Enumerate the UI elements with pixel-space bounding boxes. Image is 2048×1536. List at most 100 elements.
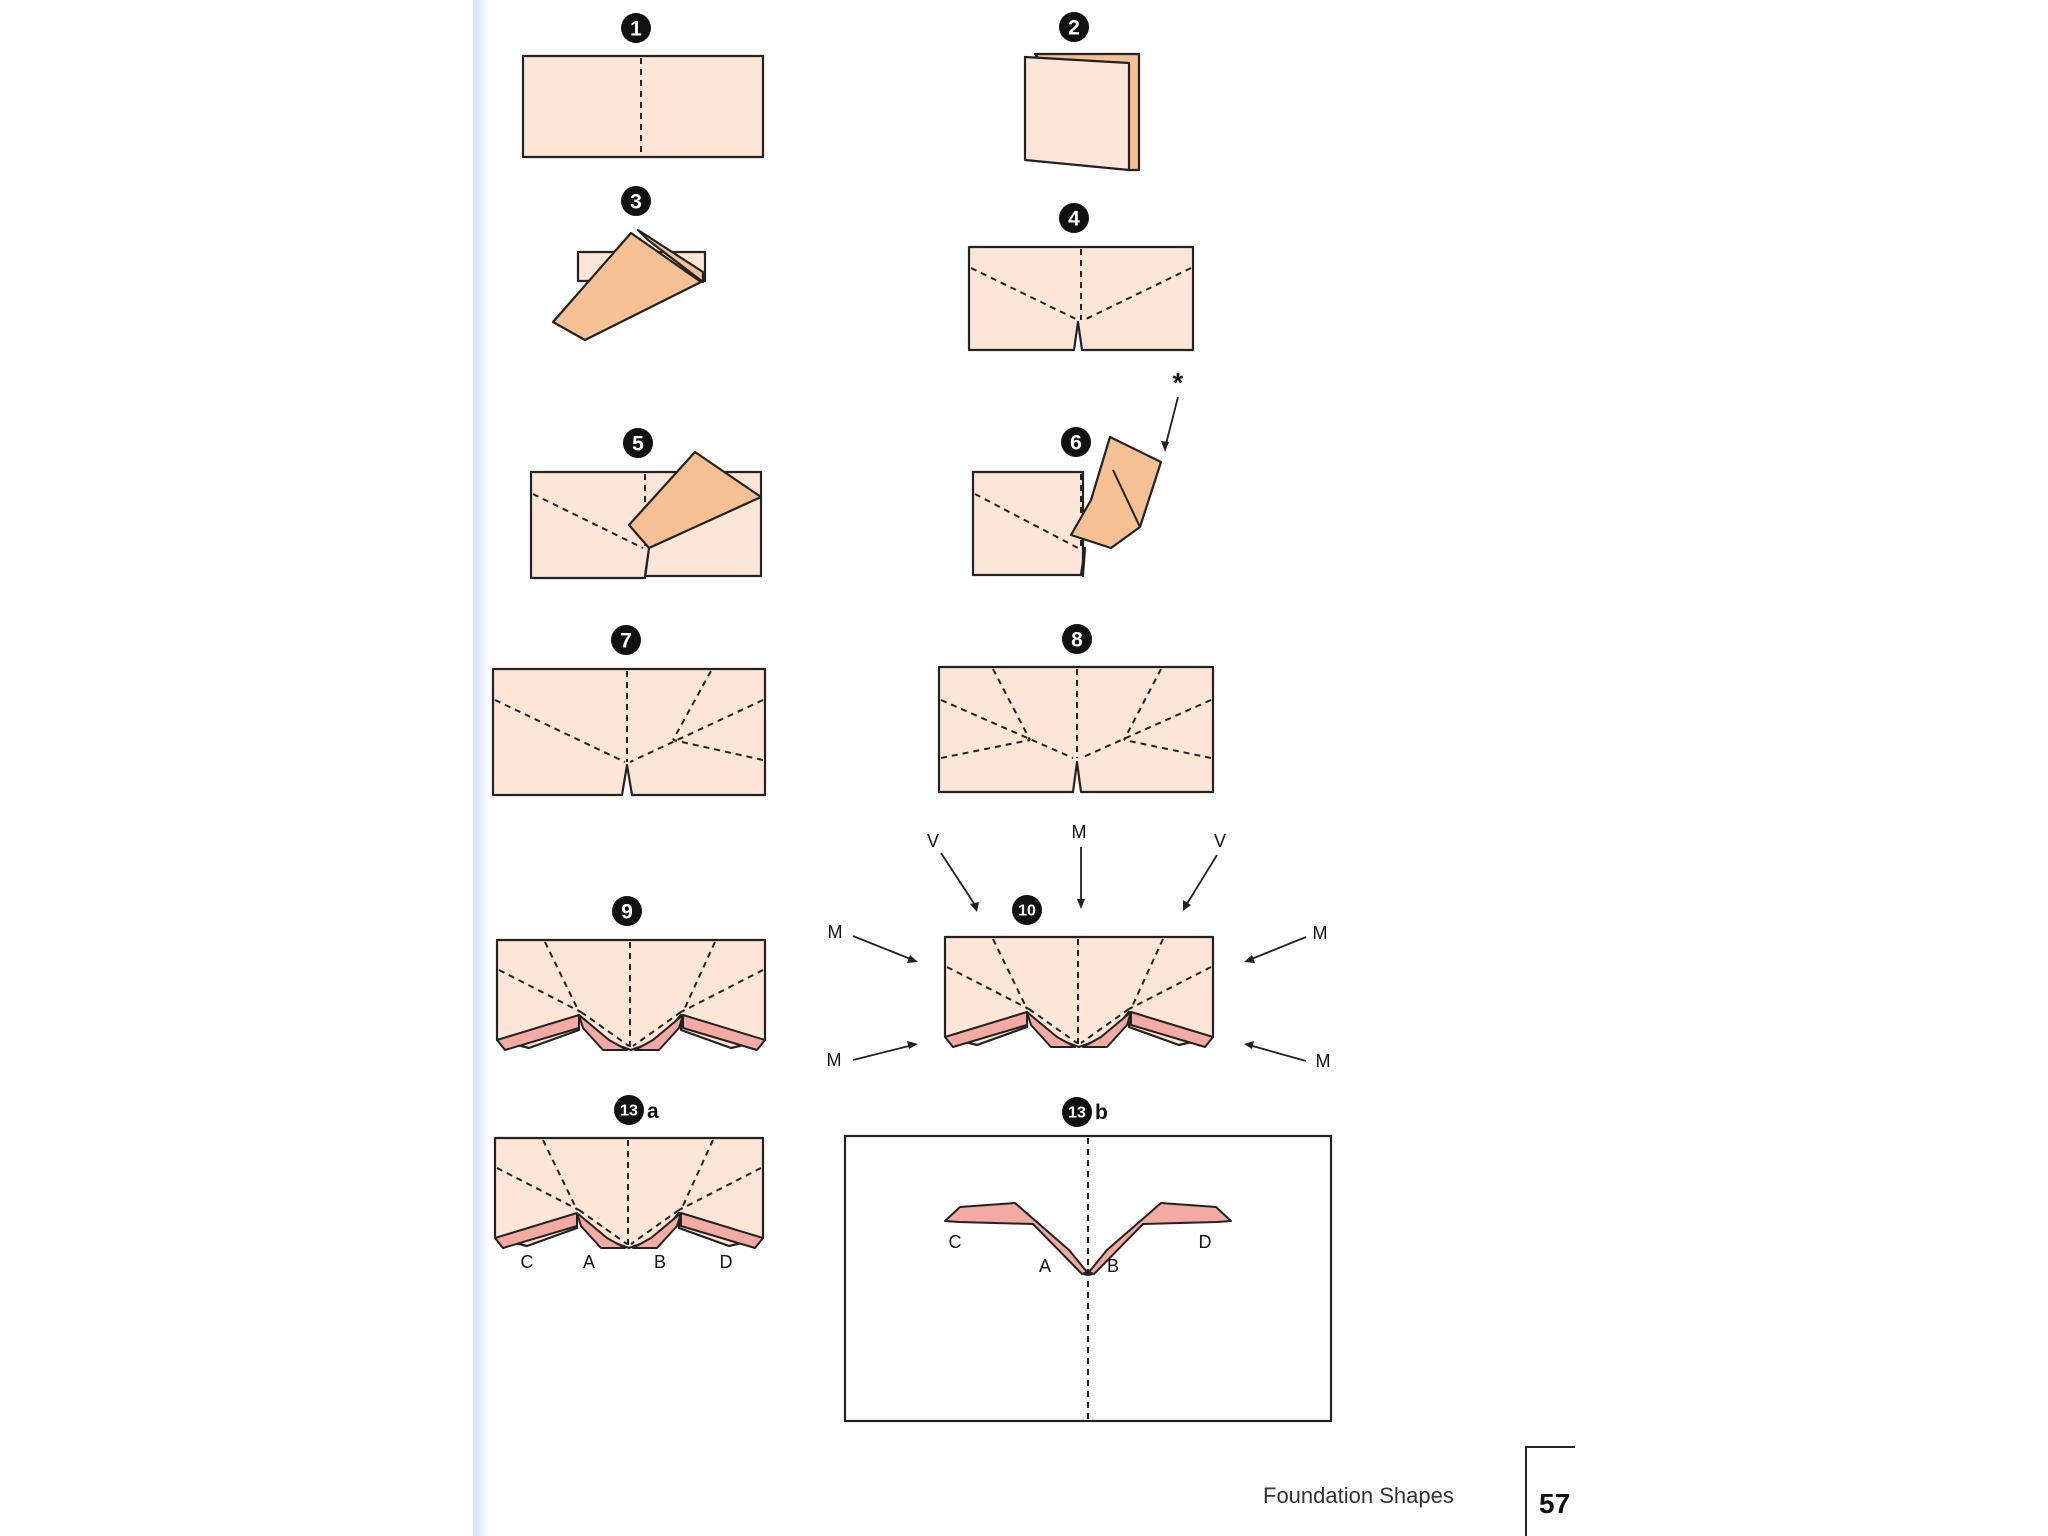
point-label-b: B [1107, 1256, 1119, 1276]
radial-fold-right-lower [1123, 739, 1212, 759]
pink-edge-b [632, 1212, 682, 1249]
label-mountain-upper-left: M [828, 922, 843, 942]
fold-b [630, 1209, 680, 1245]
label-mountain-top: M [1072, 822, 1087, 842]
step-number-1: 1 [621, 13, 651, 43]
fold-right-lower [1128, 966, 1212, 1010]
fold-right-upper [1130, 938, 1164, 1010]
svg-text:9: 9 [621, 901, 633, 924]
arrowhead [1077, 899, 1085, 909]
svg-text:1: 1 [630, 18, 642, 41]
arrowhead [1244, 1041, 1254, 1049]
pink-edge-b [634, 1014, 684, 1051]
pointer-arrow [1164, 396, 1179, 449]
fold-right-lower [680, 969, 764, 1013]
radial-fold-right-upper [672, 670, 712, 741]
svg-text:13: 13 [620, 1103, 638, 1120]
arrow-mountain-upper-left [852, 935, 914, 961]
radial-fold-left-upper [992, 668, 1031, 741]
pink-edge-d [680, 1212, 764, 1249]
step-number-13a: 13 [614, 1095, 644, 1125]
diagonal-fold-left [494, 699, 626, 763]
page-spine-shadow [473, 0, 489, 1536]
pink-edge-a [576, 1212, 626, 1249]
fold-left-upper [544, 941, 580, 1013]
fold-left-lower [496, 1167, 580, 1211]
pink-edge-d [1130, 1011, 1214, 1048]
asterisk-mark: * [1173, 367, 1184, 398]
arrow-mountain-lower-right [1248, 1044, 1307, 1062]
point-label-d: D [1199, 1232, 1212, 1252]
base-card [843, 1134, 1333, 1423]
svg-text:10: 10 [1018, 903, 1036, 920]
arrowhead [1161, 441, 1169, 452]
folded-flap [627, 450, 763, 550]
point-label-b: B [654, 1252, 666, 1272]
step-13b: 13 b C A B D [843, 1097, 1333, 1423]
arrow-valley-left [940, 852, 978, 909]
paper-sheet [491, 667, 767, 797]
pink-edge-b [1082, 1011, 1132, 1048]
fold-b [1080, 1008, 1130, 1044]
step-number-5: 5 [623, 428, 653, 458]
pivot-point [1083, 1268, 1093, 1276]
page-number: 57 [1539, 1488, 1571, 1519]
paper-sheet [521, 54, 765, 159]
step-number-9: 9 [612, 896, 642, 926]
fold-a [578, 1209, 628, 1245]
fold-right-upper [680, 1139, 714, 1211]
footer-divider-top [1525, 1446, 1575, 1448]
step-number-13b: 13 [1062, 1097, 1092, 1127]
diagonal-fold-left [940, 699, 1074, 759]
point-label-c: C [521, 1252, 534, 1272]
pink-edge-c [944, 1011, 1028, 1048]
step-number-2: 2 [1059, 12, 1089, 42]
fold-a [580, 1011, 630, 1047]
folded-flap [1069, 435, 1163, 550]
step-7: 7 [491, 625, 767, 797]
fold-left-upper [992, 938, 1028, 1010]
label-valley-right: V [1214, 831, 1226, 851]
radial-fold-left-lower [940, 739, 1031, 759]
fold-left-lower [498, 969, 582, 1013]
fold-left-upper [542, 1139, 578, 1211]
label-mountain-upper-right: M [1313, 923, 1328, 943]
step-number-4: 4 [1059, 203, 1089, 233]
step-1: 1 [521, 13, 765, 159]
fold-a [1028, 1008, 1078, 1044]
radial-fold-right-upper [1123, 668, 1162, 741]
folding-diagram: 1 2 3 4 [491, 12, 1333, 1423]
arrowhead [907, 1041, 918, 1049]
svg-text:7: 7 [620, 630, 632, 653]
arrow-mountain-lower-left [852, 1044, 914, 1061]
point-label-c: C [949, 1232, 962, 1252]
svg-text:5: 5 [632, 433, 644, 456]
svg-text:2: 2 [1068, 17, 1080, 40]
arrowhead [1183, 900, 1191, 911]
step-number-6: 6 [1061, 427, 1091, 457]
arrowhead [907, 955, 918, 963]
paper-sheet [971, 470, 1087, 578]
section-title: Foundation Shapes [1263, 1483, 1454, 1508]
diagonal-fold-left [974, 493, 1079, 549]
fold-b [632, 1011, 682, 1047]
step-2: 2 [1023, 12, 1141, 172]
step-13a: 13 a C A B D [493, 1095, 765, 1272]
point-label-a: A [583, 1252, 595, 1272]
flap-back [636, 228, 705, 284]
diagonal-fold-right [1080, 699, 1212, 759]
svg-text:13: 13 [1068, 1105, 1086, 1122]
label-mountain-lower-right: M [1316, 1051, 1331, 1071]
point-label-a: A [1039, 1256, 1051, 1276]
arrowhead [970, 902, 979, 912]
diagonal-fold-left [532, 493, 644, 549]
step-number-8: 8 [1062, 624, 1092, 654]
step-9: 9 [495, 896, 767, 1052]
step-suffix-a: a [647, 1100, 659, 1123]
pink-edge-a [1026, 1011, 1076, 1048]
fold-right-upper [682, 941, 716, 1013]
diagonal-fold-left [970, 267, 1079, 321]
svg-text:8: 8 [1071, 629, 1083, 652]
footer-divider [1525, 1446, 1527, 1536]
step-number-7: 7 [611, 625, 641, 655]
